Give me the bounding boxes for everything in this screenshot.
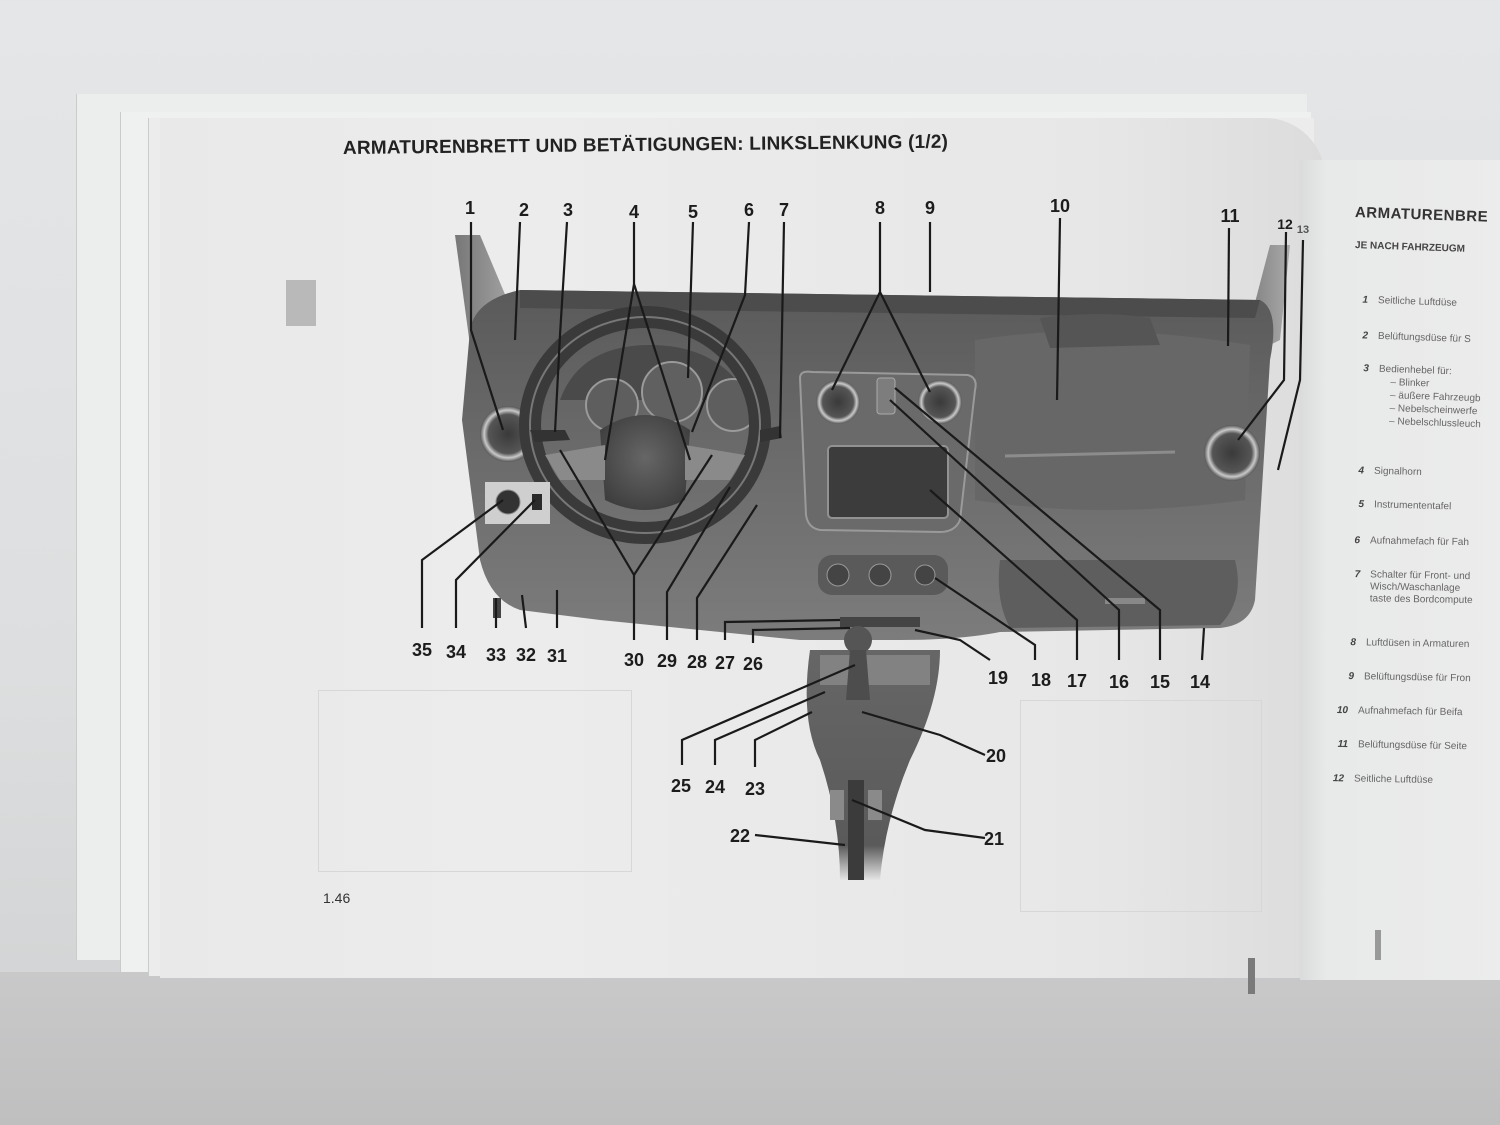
callout-22: 22 — [729, 826, 751, 846]
callout-18: 18 — [1030, 670, 1052, 690]
callout-8: 8 — [874, 198, 886, 218]
right-spoke — [685, 445, 745, 480]
callout-25: 25 — [670, 776, 692, 796]
callout-17: 17 — [1066, 671, 1088, 691]
callout-3: 3 — [562, 200, 574, 220]
horn-pad — [600, 415, 690, 510]
hazard-switch — [876, 377, 896, 415]
callout-13: 13 — [1296, 224, 1310, 236]
mirror-adjuster — [495, 489, 521, 515]
callout-28: 28 — [686, 652, 708, 672]
page-number: 1.46 — [323, 890, 351, 906]
center-console — [806, 650, 940, 880]
headlight-level-switch — [532, 494, 542, 510]
multimedia-screen — [827, 445, 949, 519]
callout-11: 11 — [1220, 206, 1240, 226]
callout-9: 9 — [924, 198, 936, 218]
callout-26: 26 — [742, 654, 764, 674]
page-edge-marker — [1248, 958, 1255, 994]
gauge-center — [641, 361, 703, 423]
callout-29: 29 — [656, 651, 678, 671]
callout-35: 35 — [411, 640, 433, 660]
section-thumb-tab — [286, 280, 316, 326]
leader-lines — [420, 217, 1305, 847]
callout-32: 32 — [515, 645, 537, 665]
right-page — [1300, 160, 1500, 980]
center-vent-left — [816, 380, 860, 424]
indicator-stalk — [530, 430, 570, 442]
callout-5: 5 — [687, 202, 699, 222]
callout-10: 10 — [1049, 196, 1071, 216]
callout-12: 12 — [1277, 216, 1293, 232]
center-vent-right — [918, 380, 962, 424]
callout-24: 24 — [704, 777, 726, 797]
callout-4: 4 — [628, 202, 640, 222]
callout-19: 19 — [987, 668, 1009, 688]
callout-14: 14 — [1189, 672, 1211, 692]
callout-30: 30 — [623, 650, 645, 670]
callout-16: 16 — [1108, 672, 1130, 692]
callout-27: 27 — [714, 653, 736, 673]
show-through-text-block — [1020, 700, 1262, 912]
handbrake-lever — [848, 780, 864, 880]
callout-1: 1 — [464, 198, 476, 218]
show-through-text-block — [318, 690, 632, 872]
callout-20: 20 — [985, 746, 1007, 766]
left-spoke — [545, 445, 605, 480]
desk-surface — [0, 972, 1500, 1125]
right-side-vent — [1204, 425, 1260, 481]
callout-7: 7 — [778, 200, 790, 220]
callout-21: 21 — [983, 829, 1005, 849]
gear-knob — [844, 626, 872, 654]
callout-23: 23 — [744, 779, 766, 799]
callout-15: 15 — [1149, 672, 1171, 692]
callout-31: 31 — [546, 646, 568, 666]
gear-lever — [846, 650, 870, 700]
wiper-stalk — [760, 426, 782, 442]
callout-6: 6 — [743, 200, 755, 220]
page-edge-marker — [1375, 930, 1381, 960]
callout-34: 34 — [445, 642, 467, 662]
callout-33: 33 — [485, 645, 507, 665]
callout-2: 2 — [518, 200, 530, 220]
